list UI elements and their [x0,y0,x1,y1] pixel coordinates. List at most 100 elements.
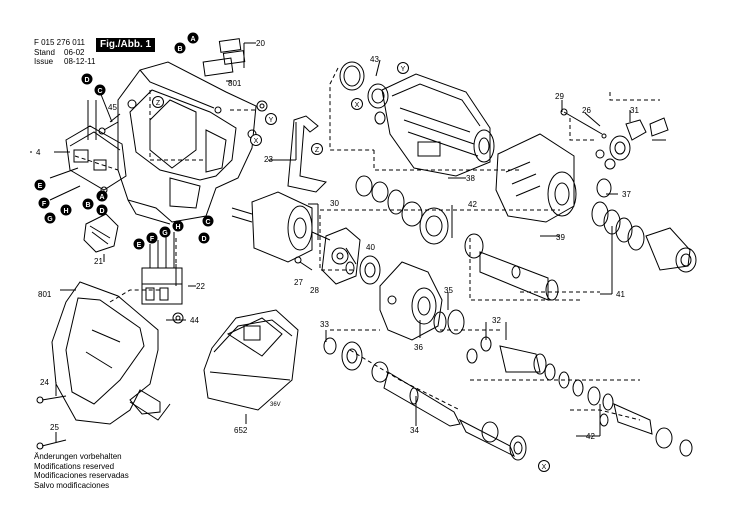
part-20-cards [202,38,246,77]
note-es: Modificaciones reservadas [34,471,129,481]
callout-c-top: C [94,84,106,96]
bearing-40 [345,255,381,285]
callout-h-right: H [172,220,184,232]
outline-callouts: Z Y X Z Y X X [152,62,550,472]
label-30: 30 [330,199,339,208]
label-45: 45 [108,103,117,112]
callout-x-2: X [351,98,363,110]
svg-text:B: B [85,202,90,209]
doc-number: F 015 276 011 [34,38,86,47]
callout-h-left: H [60,204,72,216]
label-38: 38 [466,174,475,183]
label-21: 21 [94,257,103,266]
label-801-bottom: 801 [38,290,52,299]
sleeve-37 [591,178,697,273]
svg-text:E: E [137,242,142,249]
label-32: 32 [492,316,501,325]
assembly-32 [466,336,693,457]
label-42-top: 42 [468,200,477,209]
svg-text:Y: Y [401,66,406,73]
label-24: 24 [40,378,49,387]
callout-d-top: D [81,73,93,85]
svg-text:H: H [175,224,180,231]
label-29: 29 [555,92,564,101]
svg-text:F: F [150,236,155,243]
callout-e-right: E [133,238,145,250]
callout-z-2: Z [311,143,323,155]
callout-f-right: F [146,232,158,244]
clutch-assembly-31 [560,108,669,170]
spindle-42 [355,175,559,301]
label-37: 37 [622,190,631,199]
label-40: 40 [366,243,375,252]
terminal-block-22 [141,232,183,305]
label-22: 22 [196,282,205,291]
note-en: Modifications reserved [34,461,115,471]
hammer-housing-38 [381,73,495,177]
callout-z-1: Z [152,96,164,108]
callout-b-mid: B [82,198,94,210]
part-labels: 20 801 45 4 21 22 23 801 44 24 25 652 43… [36,39,639,441]
callout-d-right: D [198,232,210,244]
svg-text:D: D [84,77,89,84]
callout-d-mid: D [96,204,108,216]
label-801-top: 801 [228,79,242,88]
svg-text:Z: Z [315,147,320,154]
modification-notes: Änderungen vorbehalten Modifications res… [34,452,129,490]
svg-text:X: X [254,138,259,145]
issue-label: Issue [34,57,54,66]
flange-plate [294,227,361,285]
callout-x-1: X [250,134,262,146]
callout-x-3: X [538,460,550,472]
callout-e: E [34,179,46,191]
callout-y-2: Y [397,62,409,74]
label-44: 44 [190,316,199,325]
note-pt: Salvo modificaciones [34,480,110,490]
bracket-23 [287,115,327,193]
note-de: Änderungen vorbehalten [34,452,122,461]
nut-44 [172,312,184,324]
label-26: 26 [582,106,591,115]
svg-text:X: X [355,102,360,109]
label-28: 28 [310,286,319,295]
label-27: 27 [294,278,303,287]
svg-text:A: A [190,36,195,43]
screw-45 [98,121,119,135]
svg-text:A: A [99,194,104,201]
callout-a-mid: A [96,190,108,202]
motor-30 [231,191,331,263]
label-39: 39 [556,233,565,242]
label-20: 20 [256,39,265,48]
issue-value: 08-12-11 [64,57,96,66]
label-4: 4 [36,148,41,157]
gear-shaft-34 [323,337,527,461]
svg-text:Z: Z [156,100,161,107]
label-41: 41 [616,290,625,299]
svg-text:C: C [205,219,210,226]
callout-y-1: Y [265,113,277,125]
bearing-43 [339,61,389,125]
rings-35 [433,309,465,335]
gearbox-housing-36 [379,261,443,341]
label-36: 36 [414,343,423,352]
svg-text:D: D [201,236,206,243]
svg-text:F: F [42,201,47,208]
svg-text:D: D [99,208,104,215]
label-43: 43 [370,55,379,64]
motor-housing-801 [117,61,257,225]
label-34: 34 [410,426,419,435]
callout-f: F [38,197,50,209]
screws-24-25 [36,395,67,450]
callout-b-top: B [174,42,186,54]
gear-housing-39 [495,133,577,223]
svg-text:G: G [162,230,168,237]
callout-g-left: G [44,212,56,224]
label-42-bottom: 42 [586,432,595,441]
svg-text:Y: Y [269,117,274,124]
svg-text:X: X [542,464,547,471]
plug-y-group [247,100,268,139]
stand-label: Stand [34,48,55,57]
label-33: 33 [320,320,329,329]
label-23: 23 [264,155,273,164]
